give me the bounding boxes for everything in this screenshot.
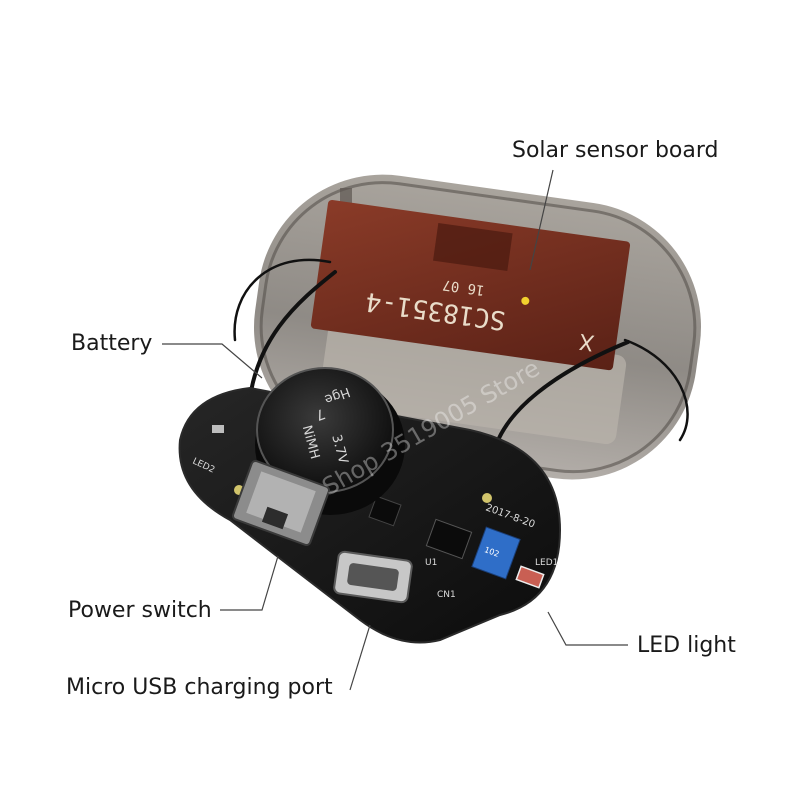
label-battery: Battery (71, 331, 153, 356)
label-power-switch: Power switch (68, 598, 212, 623)
solar-panel-board: SC18351-4 16 07 X (310, 199, 631, 371)
led-leader (547, 611, 628, 646)
panel-cross-text: X (578, 328, 596, 355)
switch-leader (220, 555, 279, 611)
pcb-cn1-text: CN1 (437, 590, 456, 600)
power-switch (231, 459, 331, 547)
label-solar-sensor-board: Solar sensor board (512, 138, 719, 163)
label-micro-usb-port: Micro USB charging port (66, 675, 333, 700)
battery-leader (162, 343, 263, 379)
micro-usb-port (333, 550, 413, 604)
usb-leader (349, 624, 371, 691)
leader-lines (162, 169, 628, 691)
label-led-light: LED light (637, 633, 736, 658)
pcb-led1-text: LED1 (535, 558, 558, 568)
battery-capacity-text: 3.7V (328, 433, 350, 466)
solar-leader (529, 169, 554, 271)
panel-date-text: 16 07 (442, 276, 486, 298)
pcb-u1-text: U1 (425, 558, 437, 568)
